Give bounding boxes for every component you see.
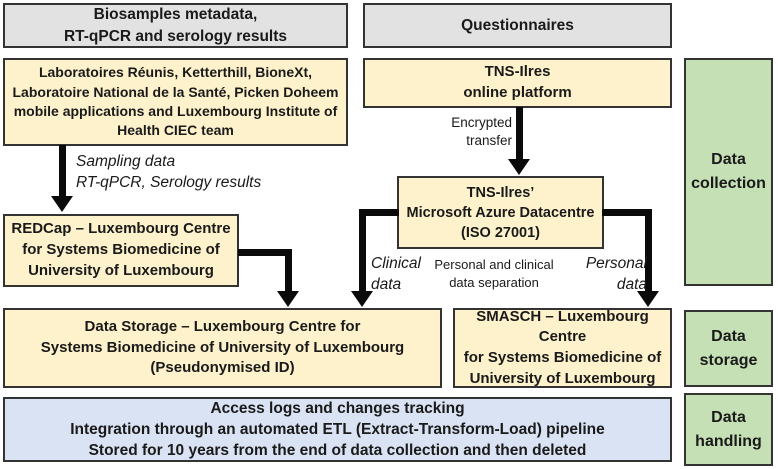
label-clinical-data: Clinical data (371, 255, 421, 293)
header-questionnaires: Questionnaires (363, 3, 672, 48)
node-tns-online-platform: TNS-Ilres online platform (363, 58, 672, 108)
label-sampling-data: Sampling data RT-qPCR, Serology results (76, 153, 262, 191)
node-azure-datacentre: TNS-Ilres’ Microsoft Azure Datacentre (I… (397, 176, 604, 249)
header-biosamples: Biosamples metadata, RT-qPCR and serolog… (3, 3, 348, 48)
stage-data-collection: Data collection (684, 58, 773, 286)
stage-data-handling: Data handling (684, 393, 773, 466)
node-data-handling-rules: Access logs and changes tracking Integra… (3, 397, 672, 462)
stage-data-storage: Data storage (684, 310, 773, 387)
label-data-separation: Personal and clinical data separation (434, 257, 554, 290)
node-laboratories: Laboratoires Réunis, Ketterthill, BioneX… (3, 58, 348, 146)
node-redcap: REDCap – Luxembourg Centre for Systems B… (3, 214, 239, 287)
node-data-storage: Data Storage – Luxembourg Centre for Sys… (3, 308, 442, 388)
node-smasch: SMASCH – Luxembourg Centre for Systems B… (453, 308, 672, 388)
label-encrypted-transfer: Encrypted transfer (451, 115, 512, 149)
label-personal-data: Personal data (585, 255, 647, 293)
